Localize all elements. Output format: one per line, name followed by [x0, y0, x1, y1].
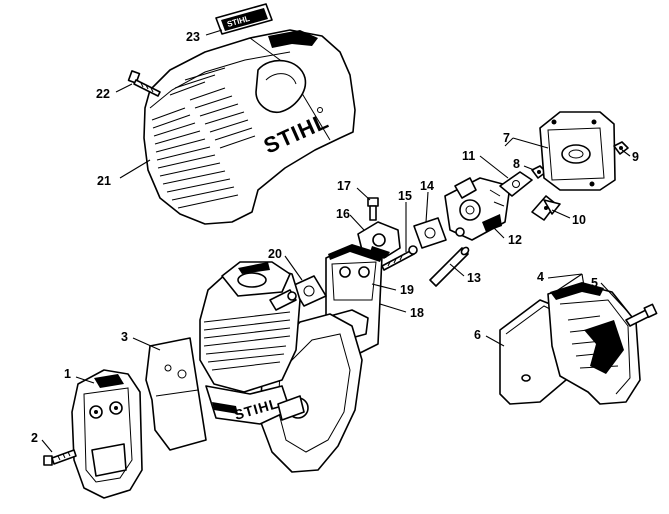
part-6-filter-element	[499, 299, 567, 405]
part-10-choke-lever	[531, 195, 561, 221]
label-part-12: 12	[508, 233, 522, 247]
label-part-2: 2	[31, 431, 38, 445]
part-22-screw	[127, 70, 161, 97]
label-part-20: 20	[268, 247, 282, 261]
part-1-muffler	[71, 369, 143, 499]
label-part-19: 19	[400, 283, 414, 297]
part-2-screw	[43, 449, 77, 466]
label-part-4: 4	[537, 270, 544, 284]
part-12-carburetor	[444, 177, 511, 241]
label-part-18: 18	[410, 306, 424, 320]
label-part-22: 22	[96, 87, 110, 101]
label-part-15: 15	[398, 189, 412, 203]
label-part-14: 14	[420, 179, 434, 193]
label-part-1: 1	[64, 367, 71, 381]
part-23-decal: STIHL	[215, 3, 273, 35]
part-17-screw	[367, 197, 379, 221]
label-part-10: 10	[572, 213, 586, 227]
part-15-screw	[381, 245, 418, 271]
label-part-11: 11	[462, 149, 475, 163]
label-part-6: 6	[474, 328, 481, 342]
part-11-gasket	[499, 171, 533, 197]
label-part-21: 21	[97, 174, 111, 188]
leader-lines	[41, 29, 631, 453]
cover-grille	[151, 67, 256, 209]
label-part-16: 16	[336, 207, 350, 221]
part-21-engine-cover: STIHL	[143, 29, 356, 225]
label-part-23: 23	[186, 30, 200, 44]
label-part-9: 9	[632, 150, 639, 164]
label-part-5: 5	[591, 276, 598, 290]
engine-crankcase: STIHL	[199, 261, 363, 473]
part-3-heat-shield	[145, 337, 207, 451]
part-4-filter-cover	[547, 282, 641, 405]
part-number-labels: 1 2 3 4 5 6 7 8 9 10 11 12 13 14 15 16 1…	[31, 30, 639, 445]
part-13-fuel-hose	[429, 246, 470, 287]
label-part-17: 17	[337, 179, 351, 193]
label-part-13: 13	[467, 271, 481, 285]
part-5-screw	[625, 303, 658, 327]
label-part-8: 8	[513, 157, 520, 171]
part-7-filter-housing	[539, 111, 616, 191]
part-14-gasket	[413, 217, 447, 249]
label-part-7: 7	[503, 131, 510, 145]
part-9-nut	[613, 141, 629, 155]
label-part-3: 3	[121, 330, 128, 344]
